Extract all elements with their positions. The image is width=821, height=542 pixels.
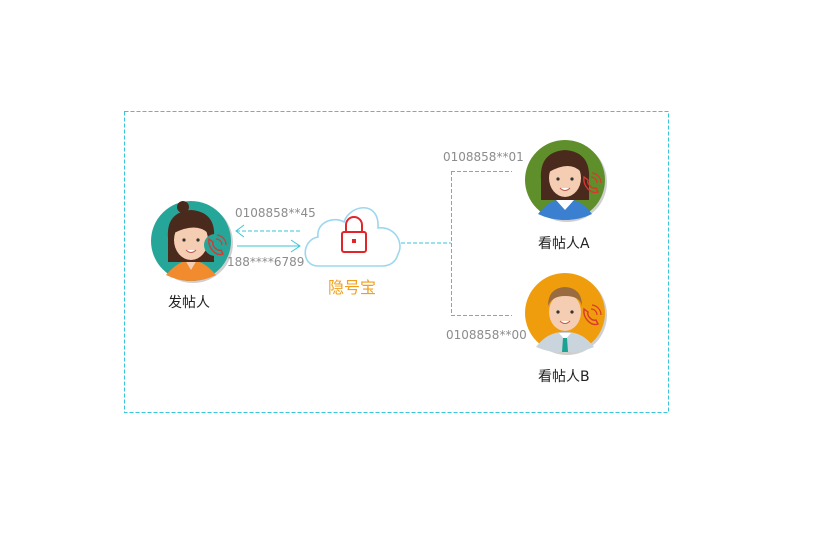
frame-border: [124, 111, 669, 413]
viewer-b-number: 0108858**00: [446, 328, 527, 342]
viewer-b-avatar: [525, 273, 607, 355]
service-label: 隐号宝: [328, 278, 377, 297]
connector-service-to-viewers: [401, 171, 512, 316]
viewer-b-label: 看帖人B: [538, 369, 590, 385]
viewer-a-phone-icon: [583, 172, 602, 194]
poster-number-in: 188****6789: [227, 255, 305, 269]
poster-avatar: [151, 201, 233, 283]
poster-phone-icon: [204, 234, 227, 256]
arrow-service-to-poster: [235, 224, 300, 238]
poster-number-out: 0108858**45: [235, 206, 316, 220]
arrow-poster-to-service: [237, 239, 301, 253]
lock-icon: [341, 216, 367, 253]
viewer-a-avatar: [525, 140, 607, 222]
viewer-a-label: 看帖人A: [538, 236, 590, 252]
poster-label: 发帖人: [168, 295, 210, 311]
viewer-a-number: 0108858**01: [443, 150, 524, 164]
viewer-b-phone-icon: [583, 304, 602, 326]
